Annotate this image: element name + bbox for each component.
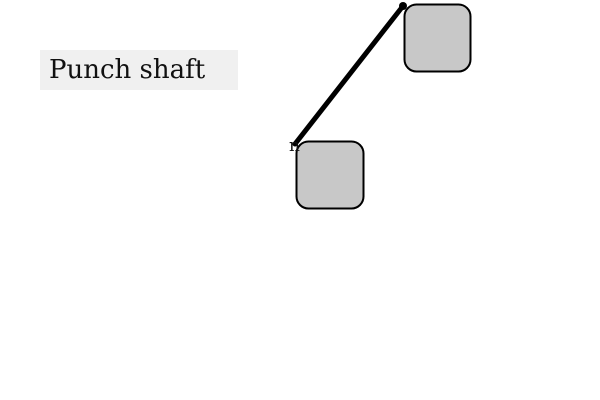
upper-block [403,3,472,73]
pivot-point [399,2,407,10]
punch-shaft-label: Punch shaft [40,50,238,90]
end-marker-label: n [289,136,300,156]
lower-block [295,140,365,210]
connector-line [292,3,406,147]
